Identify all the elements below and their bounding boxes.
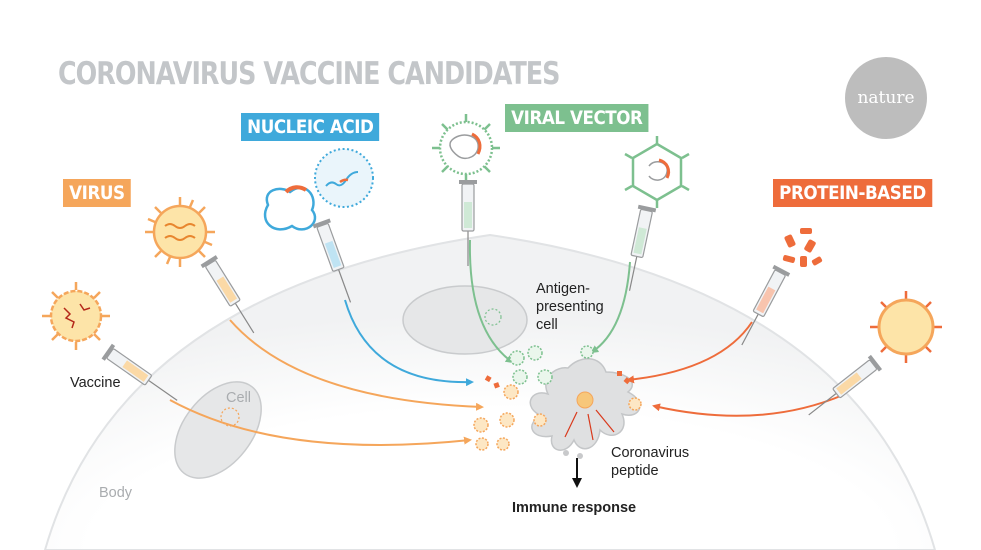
virus-arrow-1 [229, 319, 484, 411]
vector-particle-hex [624, 136, 690, 208]
label-immune-response: Immune response [512, 500, 637, 516]
tag-protein-based: PROTEIN-BASED [773, 179, 932, 207]
label-body: Body [99, 485, 133, 501]
label-peptide-line-2: peptide [611, 463, 659, 479]
syringe-virus-2 [101, 343, 178, 401]
label-antigen-presenting-cell: Antigen- presenting cell [536, 280, 604, 334]
red-particles [484, 371, 642, 411]
virus-particle-large [145, 197, 215, 267]
protein-virus [870, 291, 942, 363]
green-particles [509, 345, 594, 385]
body-outline [43, 233, 937, 550]
protein-arrow [626, 321, 753, 384]
label-coronavirus-peptide: Coronavirus peptide [611, 444, 689, 480]
nature-logo: nature [845, 57, 927, 139]
syringe-virus-1 [200, 255, 255, 334]
vector-arrow-1 [468, 239, 514, 364]
dna-loop [263, 186, 317, 231]
vector-particle-round [432, 114, 500, 182]
syringe-protein-2 [808, 354, 883, 416]
cell-top [402, 285, 528, 355]
protein-fragments [782, 228, 823, 267]
vector-arrow-2 [590, 261, 631, 354]
syringe-protein-1 [741, 264, 791, 346]
protein-arrow-2 [652, 394, 844, 417]
label-antigen-line-3: cell [536, 317, 558, 333]
diagram-title: CORONAVIRUS VACCINE CANDIDATES [58, 56, 561, 92]
virus-arrow-2 [169, 399, 472, 446]
cell-left [174, 381, 262, 479]
orange-particles [473, 384, 547, 451]
label-cell: Cell [226, 390, 251, 406]
label-antigen-line-2: presenting [536, 299, 604, 315]
nucleic-arrow [344, 299, 474, 387]
label-antigen-line-1: Antigen- [536, 281, 591, 297]
syringe-nucleic [312, 218, 352, 303]
tag-nucleic-acid: NUCLEIC ACID [241, 113, 380, 141]
label-vaccine: Vaccine [70, 375, 121, 391]
tag-virus: VIRUS [63, 179, 131, 207]
label-peptide-line-1: Coronavirus [611, 445, 690, 461]
syringe-vector-2 [628, 204, 657, 291]
rna-particle [314, 148, 374, 208]
syringe-vector-1 [459, 180, 477, 266]
virus-particle-inactivated [42, 282, 110, 350]
tag-viral-vector: VIRAL VECTOR [505, 104, 649, 132]
